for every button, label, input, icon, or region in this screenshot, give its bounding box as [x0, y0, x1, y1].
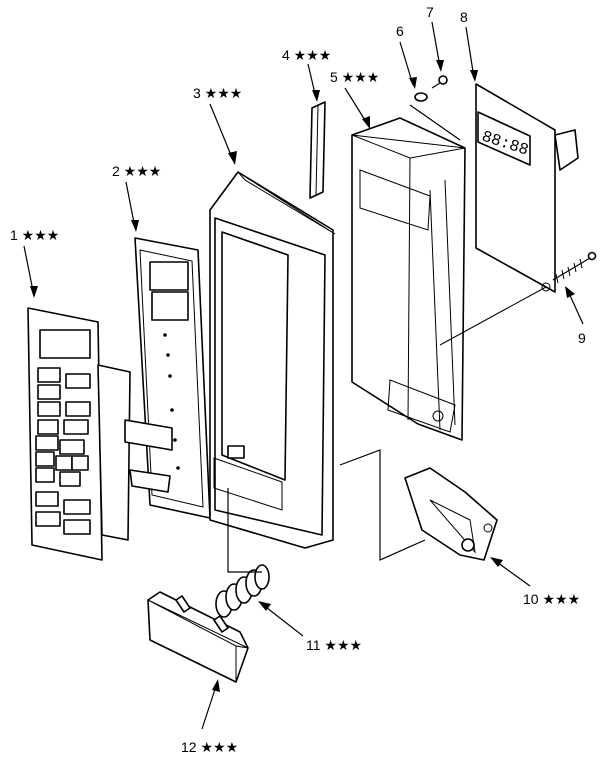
label-part-2: 2 ★★★ — [112, 163, 161, 179]
part-12-latch-button — [147, 591, 249, 683]
part-4-trim-strip — [309, 101, 326, 199]
part-3-front-panel — [209, 171, 336, 549]
label-part-10: 10 ★★★ — [523, 591, 580, 607]
part-11-spring — [215, 564, 270, 618]
connection-lines — [227, 104, 547, 573]
label-part-7: 7 — [426, 4, 434, 20]
part-5-control-chassis — [351, 117, 466, 441]
part-1-keypad-overlay — [27, 307, 131, 561]
label-part-8: 8 — [460, 9, 468, 25]
label-part-9: 9 — [578, 330, 586, 346]
part-10-latch-bracket — [404, 467, 498, 561]
label-part-5: 5 ★★★ — [330, 69, 379, 85]
label-part-3: 3 ★★★ — [193, 85, 242, 101]
part-2-control-panel-frame — [124, 237, 211, 519]
leader-arrows — [23, 21, 584, 730]
part-7-screw — [431, 75, 448, 89]
label-part-11: 11 ★★★ — [306, 637, 362, 653]
label-part-1: 1 ★★★ — [10, 227, 59, 243]
part-6-washer — [414, 92, 428, 102]
part-8-display-board: 88:88 — [475, 83, 579, 293]
label-part-4: 4 ★★★ — [282, 47, 331, 63]
callout-labels: 1 ★★★ 2 ★★★ 3 ★★★ 4 ★★★ 5 ★★★ 6 7 8 9 10… — [10, 4, 586, 755]
label-part-12: 12 ★★★ — [181, 739, 238, 755]
part-9-long-screw — [552, 251, 597, 284]
label-part-6: 6 — [396, 23, 404, 39]
